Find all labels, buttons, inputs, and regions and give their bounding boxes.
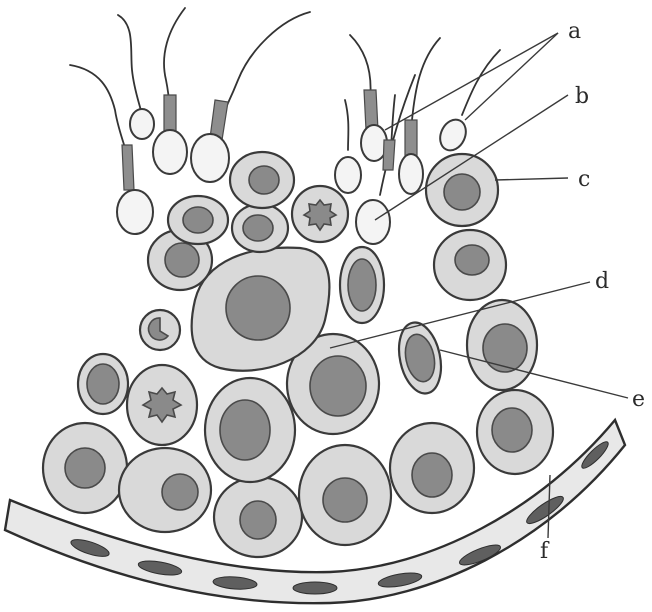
cell: [205, 378, 295, 482]
cell: [230, 152, 294, 208]
cell: [140, 310, 180, 350]
cell: [232, 204, 288, 252]
cell-dividing: [127, 365, 197, 445]
label-f: f: [540, 539, 550, 564]
cell-dividing: [292, 186, 348, 242]
sperm: [118, 15, 154, 139]
cell: [477, 390, 553, 474]
sperm: [70, 65, 153, 234]
cell: [340, 247, 384, 323]
label-e: e: [632, 387, 645, 412]
cell: [214, 477, 302, 557]
cell: [299, 445, 391, 545]
cell: [434, 230, 506, 300]
cell: [467, 300, 537, 390]
cell: [119, 448, 211, 532]
label-a: a: [568, 19, 581, 44]
sperm: [153, 8, 187, 174]
cell: [390, 423, 474, 513]
cell: [43, 423, 127, 513]
cell: [168, 196, 228, 244]
sperm: [435, 50, 500, 155]
sperm: [350, 35, 387, 161]
sperm: [335, 100, 361, 193]
cell: [78, 354, 128, 414]
cell-c: [426, 154, 498, 226]
label-b: b: [575, 84, 589, 109]
label-c: c: [578, 167, 590, 192]
label-d: d: [595, 269, 609, 294]
